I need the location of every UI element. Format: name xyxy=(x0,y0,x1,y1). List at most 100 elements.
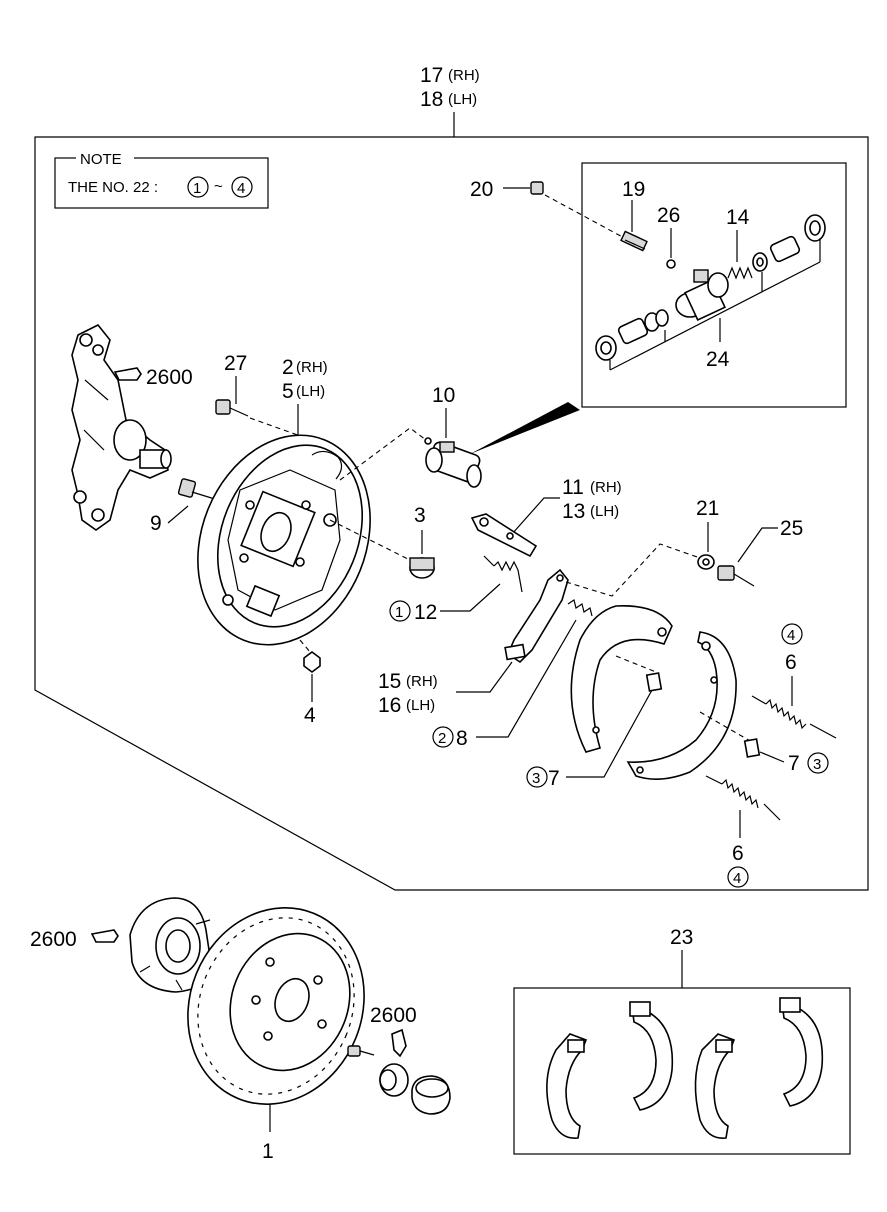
label-15-side: (RH) xyxy=(406,673,438,690)
label-17: 17 xyxy=(420,64,443,87)
spring-12 xyxy=(483,555,523,593)
backing-plate xyxy=(197,434,371,646)
wheel-cylinder-body xyxy=(675,269,729,321)
label-10: 10 xyxy=(432,384,455,407)
label-12: 12 xyxy=(414,601,437,624)
brake-drum xyxy=(187,907,365,1105)
assembly-frame xyxy=(34,136,869,891)
grease-2600-knuckle xyxy=(113,367,142,381)
circle-7-right xyxy=(807,752,829,774)
hold-down-pin-center xyxy=(645,672,663,692)
hub-bolt xyxy=(177,478,219,501)
drum-screw xyxy=(347,1045,375,1057)
piston-cup-left xyxy=(644,309,669,332)
circle-12-num: 1 xyxy=(395,604,403,621)
label-7-right: 7 xyxy=(788,752,800,775)
circle-8 xyxy=(432,726,454,748)
note-text: THE NO. 22 : xyxy=(68,179,158,196)
kit-shoe-2 xyxy=(629,1001,674,1111)
adjuster-strut xyxy=(470,513,538,558)
label-18-side: (LH) xyxy=(448,91,477,108)
label-23: 23 xyxy=(670,926,693,949)
dust-boot-right xyxy=(804,214,826,242)
label-27: 27 xyxy=(224,352,247,375)
circle-6-lower xyxy=(727,866,749,888)
wheel-cylinder-kit-box xyxy=(581,162,847,408)
circle-6-lower-num: 4 xyxy=(733,870,741,887)
label-16: 16 xyxy=(378,694,401,717)
note-circle-end xyxy=(231,176,253,198)
label-2600-cap: 2600 xyxy=(370,1004,417,1027)
label-25: 25 xyxy=(780,517,803,540)
backing-plate-bolt xyxy=(215,399,249,417)
label-2600-knuckle: 2600 xyxy=(146,366,193,389)
note-tilde: ~ xyxy=(214,178,223,195)
dust-boot-left xyxy=(595,335,617,361)
label-5: 5 xyxy=(282,380,294,403)
kit-shoe-3 xyxy=(694,1033,736,1139)
label-15: 15 xyxy=(378,670,401,693)
label-9: 9 xyxy=(150,512,162,535)
circle-7 xyxy=(526,766,548,788)
label-2: 2 xyxy=(282,356,294,379)
return-spring-upper xyxy=(751,695,837,739)
label-13: 13 xyxy=(562,500,585,523)
label-19: 19 xyxy=(622,178,645,201)
label-24: 24 xyxy=(706,348,730,371)
note-box xyxy=(54,157,269,209)
label-6-lower: 6 xyxy=(732,842,744,865)
parking-lever xyxy=(504,568,569,664)
wheel-hub xyxy=(129,897,213,993)
hub-cap xyxy=(411,1075,451,1115)
brake-shoe-front xyxy=(570,605,673,753)
spring-8 xyxy=(567,599,593,617)
steering-knuckle xyxy=(71,323,172,531)
label-21: 21 xyxy=(696,497,719,520)
circle-6-upper xyxy=(781,623,803,645)
piston-spring xyxy=(727,266,753,280)
circle-12 xyxy=(389,600,411,622)
label-26: 26 xyxy=(657,204,680,227)
washer-21 xyxy=(697,554,715,570)
wheel-cylinder-assembly xyxy=(424,437,482,488)
label-1: 1 xyxy=(262,1140,274,1163)
bleeder-cap xyxy=(530,181,544,195)
label-3: 3 xyxy=(414,504,426,527)
kit-shoe-1 xyxy=(546,1033,588,1139)
label-11: 11 xyxy=(562,476,584,499)
return-spring-lower xyxy=(705,775,781,821)
piston-right xyxy=(769,235,801,263)
circle-6-upper-num: 4 xyxy=(787,627,795,644)
brake-shoe-rear xyxy=(626,631,737,780)
label-6-upper: 6 xyxy=(785,651,797,674)
note-circle-start xyxy=(187,176,209,198)
label-11-side: (RH) xyxy=(590,479,622,496)
steel-ball xyxy=(666,259,676,269)
kit-shoe-4 xyxy=(779,997,824,1107)
label-18: 18 xyxy=(420,88,443,111)
hub-nut xyxy=(379,1063,409,1097)
label-17-side: (RH) xyxy=(448,67,480,84)
nut-4 xyxy=(303,651,321,673)
note-heading: NOTE xyxy=(80,151,122,168)
label-4: 4 xyxy=(304,704,316,727)
label-14: 14 xyxy=(726,206,750,229)
note-heading-bg xyxy=(76,150,134,166)
label-16-side: (LH) xyxy=(406,697,435,714)
label-7: 7 xyxy=(548,767,560,790)
circle-8-num: 2 xyxy=(438,730,446,747)
label-20: 20 xyxy=(470,178,493,201)
piston-cup-right xyxy=(752,252,768,272)
note-circle-start-num: 1 xyxy=(193,180,201,197)
bolt-25 xyxy=(717,565,755,587)
grease-2600-cap xyxy=(391,1028,407,1058)
grease-2600-hub xyxy=(90,929,119,943)
piston-left xyxy=(617,317,649,345)
circle-7-num: 3 xyxy=(532,770,540,787)
circle-7-right-num: 3 xyxy=(813,756,821,773)
label-2-side: (RH) xyxy=(296,359,328,376)
label-5-side: (LH) xyxy=(296,383,325,400)
label-8: 8 xyxy=(456,727,468,750)
label-13-side: (LH) xyxy=(590,503,619,520)
